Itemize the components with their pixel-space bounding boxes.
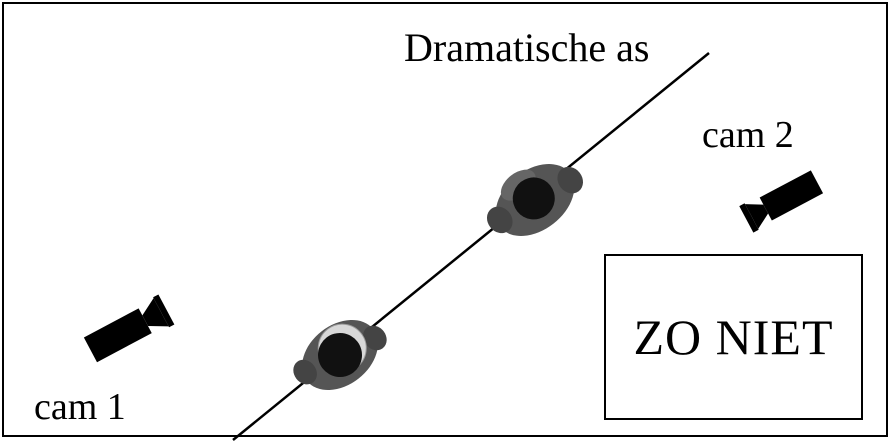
- camera-2-label: cam 2: [702, 114, 794, 156]
- video-camera-icon: [83, 294, 175, 363]
- warning-text: ZO NIET: [633, 309, 834, 365]
- camera-1-label: cam 1: [34, 386, 126, 428]
- axis-label: Dramatische as: [404, 25, 650, 70]
- person-top-view-icon: [293, 319, 387, 391]
- person-top-view-icon: [486, 164, 584, 236]
- warning-box: ZO NIET: [604, 254, 863, 420]
- diagram-border: [2, 2, 888, 437]
- video-camera-icon: [739, 170, 824, 233]
